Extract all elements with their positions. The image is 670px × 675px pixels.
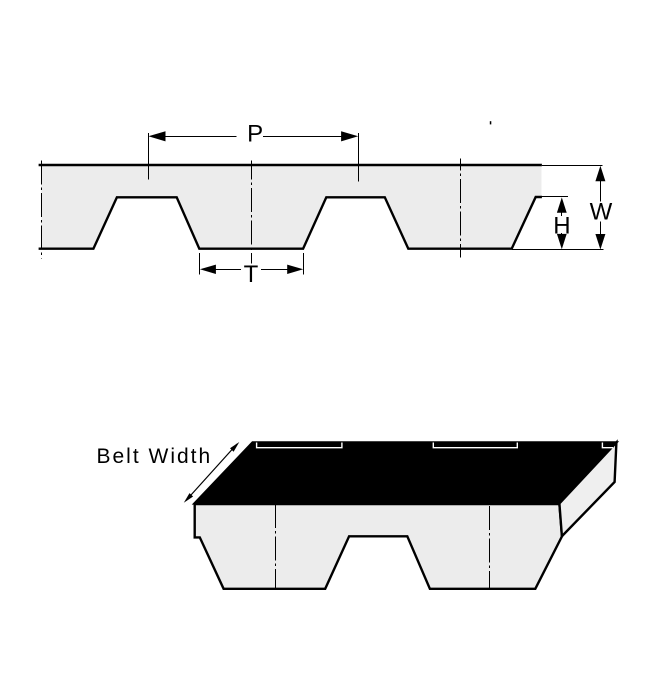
svg-text:P: P xyxy=(247,120,263,147)
svg-text:Belt Width: Belt Width xyxy=(97,445,213,468)
svg-text:T: T xyxy=(244,261,259,288)
svg-text:H: H xyxy=(553,212,570,239)
svg-text:W: W xyxy=(590,199,613,226)
